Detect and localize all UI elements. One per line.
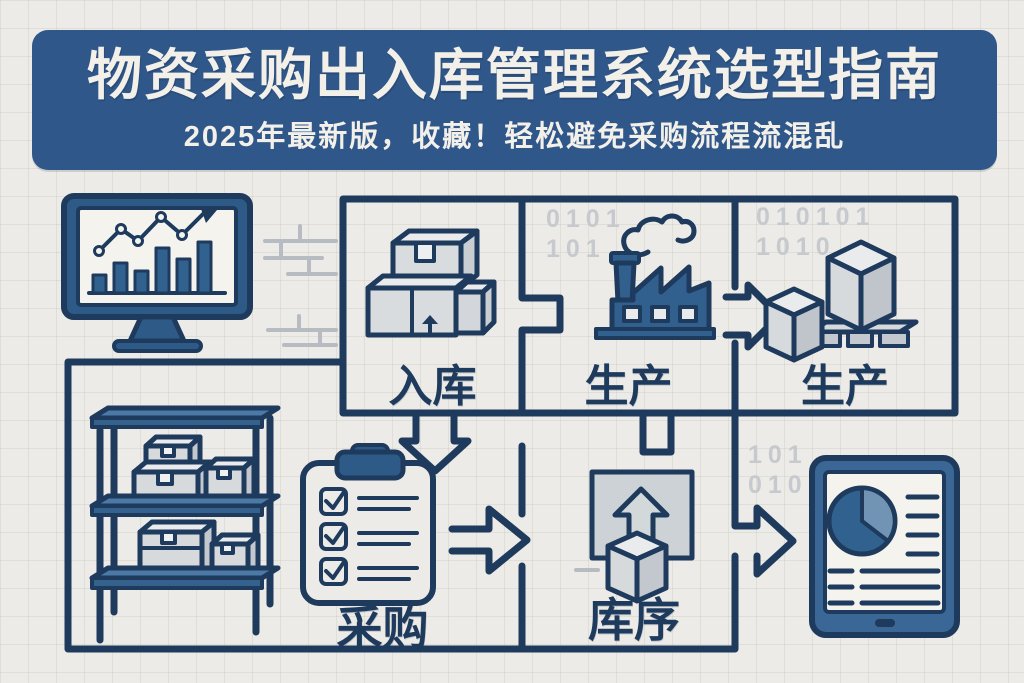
binary-overlay-production-top: 0101 101 <box>546 205 626 263</box>
factory-icon <box>594 213 716 340</box>
arrow-down-icon <box>398 412 472 475</box>
node-label-inbound: 入库 <box>388 362 477 411</box>
node-label-production-top: 生产 <box>584 362 673 411</box>
bricks-icon <box>263 224 338 347</box>
pallet-boxes-icon <box>763 239 919 363</box>
bar-chart-bars <box>91 240 213 295</box>
stacked-boxes-icon <box>365 228 497 338</box>
page-title: 物资采购出入库管理系统选型指南 <box>86 43 942 106</box>
tablet-report-icon <box>809 455 960 638</box>
binary-overlay-report: 101 010 <box>748 441 808 499</box>
arrow-procurement-to-warehouse-icon <box>448 505 531 575</box>
page-subtitle: 2025年最新版，收藏！轻松避免采购流程流混乱 <box>183 121 846 154</box>
checklist-clipboard-icon <box>300 443 436 606</box>
node-label-procurement: 采购 <box>336 602 429 654</box>
header-banner: 物资采购出入库管理系统选型指南 2025年最新版，收藏！轻松避免采购流程流混乱 <box>32 30 997 170</box>
outbound-box-icon <box>574 469 695 604</box>
connector-tab-icon <box>639 412 675 456</box>
checklist-row <box>319 487 419 516</box>
node-label-warehouse: 库序 <box>588 594 680 646</box>
checklist-row <box>319 522 419 551</box>
shelf-rack-icon <box>89 405 281 644</box>
monitor-chart-icon <box>61 193 253 353</box>
binary-overlay-production-right: 010101 1010 <box>756 203 876 261</box>
node-label-production-right: 生产 <box>801 362 889 411</box>
checklist-row <box>319 557 419 586</box>
